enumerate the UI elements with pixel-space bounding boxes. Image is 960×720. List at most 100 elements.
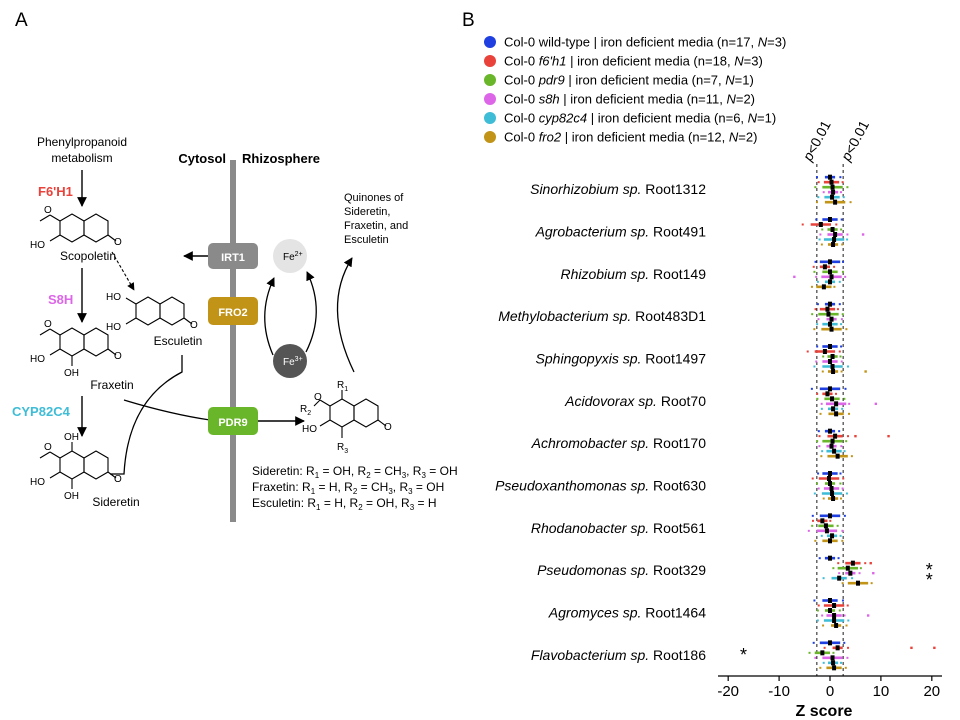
generic-carbonyl-o: O (384, 422, 392, 433)
median-marker (830, 184, 835, 190)
data-point (807, 529, 810, 532)
enzyme-cyp82c4: CYP82C4 (12, 404, 71, 419)
category-label: Sphingopyxis sp. Root1497 (536, 351, 707, 367)
median-marker (830, 227, 835, 232)
median-marker (826, 476, 831, 481)
data-point (813, 270, 816, 273)
data-point (829, 519, 832, 522)
data-point (859, 567, 862, 570)
data-point (839, 472, 842, 475)
category-label: Sinorhizobium sp. Root1312 (530, 181, 706, 197)
data-point (820, 402, 823, 405)
median-marker (828, 344, 832, 349)
category-label: Methylobacterium sp. Root483D1 (498, 308, 706, 324)
data-point (821, 450, 824, 453)
data-point (846, 233, 849, 236)
esculetin-label: Esculetin (154, 334, 203, 348)
irt1-label: IRT1 (221, 252, 245, 264)
data-point (823, 646, 826, 649)
category-label: Acidovorax sp. Root70 (564, 393, 706, 409)
median-marker (832, 237, 837, 242)
median-marker (828, 640, 832, 646)
data-point (818, 435, 821, 438)
median-marker (835, 453, 840, 459)
data-point (843, 614, 846, 617)
data-point (838, 350, 841, 353)
data-point (845, 440, 848, 443)
data-point (845, 624, 848, 627)
data-point (822, 661, 825, 664)
significance-asterisk: * (926, 560, 933, 580)
data-point (817, 181, 820, 184)
data-point (839, 497, 842, 500)
data-point (815, 482, 818, 485)
data-point (842, 196, 845, 199)
panel-b-label: B (462, 10, 475, 31)
legend-entry: Col-0 fro2 | iron deficient media (n=12,… (504, 130, 757, 145)
esculetin-ho-top: HO (106, 292, 121, 303)
membrane (230, 160, 236, 522)
data-point (844, 275, 847, 278)
irt1-transporter (208, 243, 258, 269)
data-point (841, 313, 844, 316)
data-point (840, 345, 843, 348)
data-point (819, 666, 822, 669)
data-point (821, 228, 824, 231)
pdr9-label: PDR9 (218, 417, 247, 429)
scopoletin-o: O (44, 205, 52, 216)
data-point (816, 323, 819, 326)
median-marker (820, 518, 825, 524)
fraxetin-carbonyl-o: O (114, 351, 122, 362)
outlier-point (887, 434, 890, 438)
data-point (822, 191, 825, 194)
median-marker (829, 179, 834, 185)
legend-entry: Col-0 wild-type | iron deficient media (… (504, 35, 786, 50)
median-marker (828, 538, 832, 544)
data-point (837, 557, 840, 560)
data-point (849, 201, 852, 204)
outlier-point (864, 370, 867, 373)
data-point (847, 619, 850, 622)
data-point (814, 656, 817, 659)
data-point (841, 529, 844, 532)
data-point (816, 440, 819, 443)
cytosol-label: Cytosol (178, 151, 226, 166)
data-point (816, 609, 819, 612)
data-point (839, 534, 842, 537)
median-marker (831, 660, 836, 666)
median-marker (856, 580, 860, 586)
data-point (846, 656, 849, 659)
threshold-label: p<0.01 (799, 118, 834, 165)
fe2-label: Fe2+ (283, 251, 303, 263)
data-point (817, 487, 820, 490)
outlier-point (854, 434, 857, 438)
data-point (813, 599, 816, 602)
data-point (833, 265, 836, 268)
data-point (820, 407, 823, 410)
median-marker (829, 326, 834, 332)
data-point (832, 651, 835, 654)
data-point (841, 599, 844, 602)
legend-marker (484, 55, 496, 67)
data-point (819, 233, 822, 236)
data-point (842, 260, 845, 263)
data-point (818, 445, 821, 448)
median-marker (835, 645, 840, 651)
median-marker (829, 274, 834, 280)
data-point (808, 651, 811, 654)
data-point (851, 577, 854, 580)
data-point (846, 238, 849, 241)
data-point (840, 318, 843, 321)
generic-o: O (314, 392, 322, 403)
data-point (838, 280, 841, 283)
data-point (801, 223, 804, 226)
data-point (817, 318, 820, 321)
fro2-transporter (208, 297, 258, 325)
data-point (843, 514, 846, 517)
data-point (847, 435, 850, 438)
enzyme-s8h: S8H (48, 292, 73, 307)
legend-marker (484, 36, 496, 48)
quinones-line4: Esculetin (344, 234, 389, 246)
median-marker (834, 401, 839, 407)
